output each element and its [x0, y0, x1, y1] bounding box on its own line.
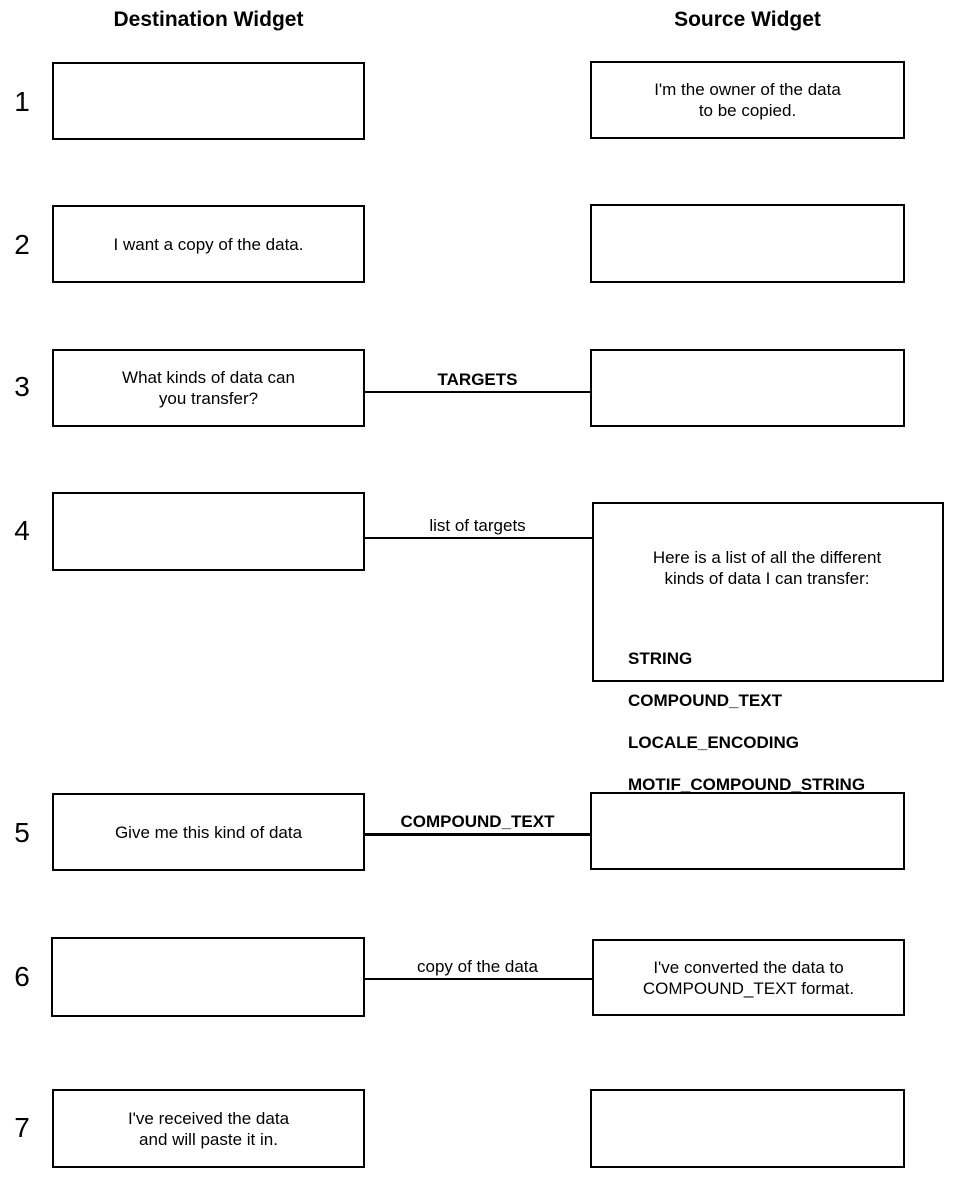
column-title-destination: Destination Widget [113, 8, 304, 31]
connector-label-compound-text: COMPOUND_TEXT [400, 812, 555, 831]
connector-label-targets: TARGETS [437, 370, 518, 389]
step-number-6: 6 [14, 961, 30, 992]
target-list-item: STRING [628, 649, 693, 668]
source-box-1: I'm the owner of the data to be copied. [590, 61, 905, 139]
connector-line-4 [365, 537, 592, 539]
connector-line-5 [365, 833, 590, 836]
source-box-7 [590, 1089, 905, 1168]
source-box-6: I've converted the data to COMPOUND_TEXT… [592, 939, 905, 1016]
target-list-item: LOCALE_ENCODING [628, 733, 799, 752]
destination-box-1 [52, 62, 365, 140]
column-title-source: Source Widget [674, 8, 821, 31]
step-number-3: 3 [14, 371, 30, 402]
source-box-5 [590, 792, 905, 870]
destination-box-5: Give me this kind of data [52, 793, 365, 871]
targets-list: STRING COMPOUND_TEXT LOCALE_ENCODING MOT… [628, 627, 934, 816]
targets-intro-text: Here is a list of all the different kind… [652, 548, 882, 588]
step-number-5: 5 [14, 817, 30, 848]
connector-label-list-of-targets: list of targets [429, 516, 526, 535]
connector-label-copy-of-the-data: copy of the data [417, 957, 538, 976]
step-number-2: 2 [14, 229, 30, 260]
step-number-4: 4 [14, 515, 30, 546]
source-box-4: Here is a list of all the different kind… [592, 502, 944, 794]
step-number-1: 1 [14, 86, 30, 117]
source-box-3 [590, 349, 905, 427]
destination-box-2: I want a copy of the data. [52, 205, 365, 283]
source-box-2 [590, 204, 905, 283]
step-number-7: 7 [14, 1112, 30, 1143]
destination-box-7: I've received the data and will paste it… [52, 1089, 365, 1168]
destination-box-3: What kinds of data can you transfer? [52, 349, 365, 427]
target-list-item: MOTIF_COMPOUND_STRING [628, 775, 866, 794]
connector-line-6 [365, 978, 592, 980]
destination-box-4 [52, 492, 365, 571]
target-list-item: COMPOUND_TEXT [628, 691, 782, 710]
destination-box-6 [51, 937, 365, 1017]
connector-line-3 [365, 391, 590, 393]
